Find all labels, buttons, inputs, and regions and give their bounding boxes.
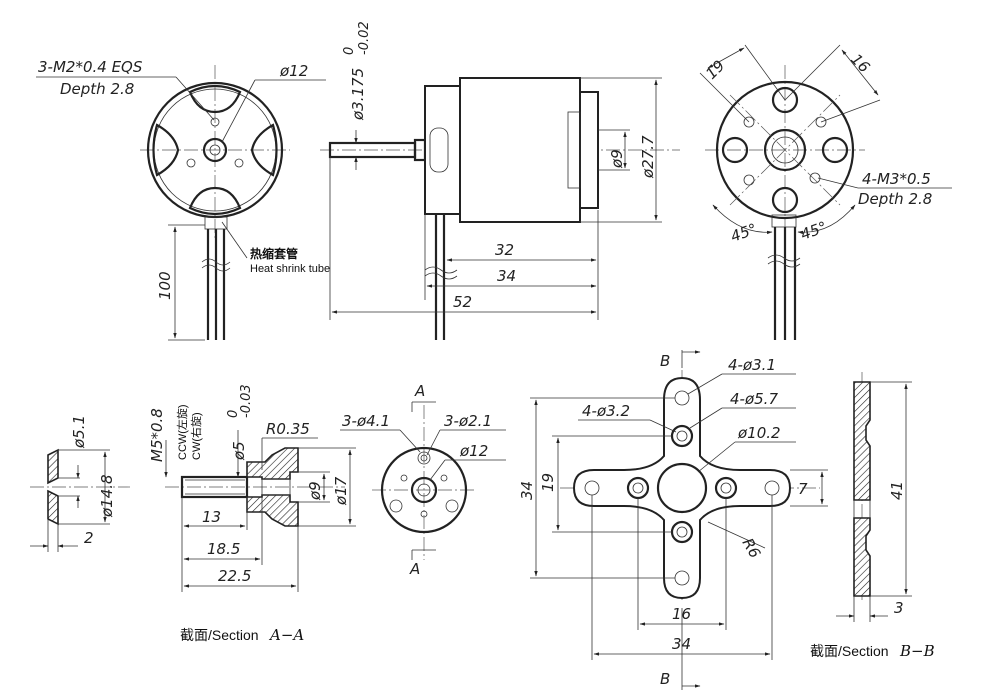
cross-mount-view: B B 4-ø3.1 4-ø3.2 4-ø5.7 ø10.2 R6 7 34 1… (518, 350, 828, 690)
cross-arm-width: 7 (798, 480, 808, 498)
front-dia-12: ø12 (279, 62, 308, 80)
adapter-bore-tol-upper: 0 (226, 410, 241, 418)
boss-dia-label: ø9 (608, 149, 626, 169)
adapter-bore-tol-lower: -0.03 (239, 384, 254, 418)
adapter-len-225: 22.5 (218, 567, 251, 585)
adapter-bore: ø5 (230, 441, 248, 461)
cross-center-dia: ø10.2 (737, 424, 781, 442)
length-34-label: 34 (497, 267, 516, 285)
rear-angle-left: 45° (728, 220, 759, 246)
washer-dia-148: ø14.8 (98, 474, 116, 518)
heat-shrink-cn: 热缩套管 (250, 246, 298, 261)
cross-holes-57: 4-ø5.7 (730, 390, 778, 408)
side-view: ø3.175 0 -0.02 ø9 ø27.7 32 34 52 (320, 21, 680, 340)
front-view: 100 3-M2*0.4 EQS Depth 2.8 ø12 热缩套管 Heat… (36, 58, 330, 341)
collet-washer-view: ø5.1 ø14.8 2 (30, 415, 130, 552)
adapter-cw: CW(右旋) (189, 412, 203, 460)
section-b-view: 41 3 截面/Section B−B (810, 372, 935, 660)
prop-adapter-section: M5*0.8 CCW(左旋) CW(右旋) ø5 0 -0.03 R0.35 ø… (148, 384, 356, 644)
section-b-thickness: 3 (894, 599, 904, 617)
adapter-front-view: A A 3-ø4.1 3-ø2.1 ø12 (340, 382, 506, 578)
adapter-len-185: 18.5 (207, 540, 240, 558)
heat-shrink-en: Heat shrink tube (250, 263, 330, 275)
adapter-dia-12: ø12 (459, 442, 488, 460)
cross-radius: R6 (739, 535, 765, 561)
shaft-tol-lower: -0.02 (357, 21, 372, 55)
rear-thread-depth: Depth 2.8 (858, 190, 932, 208)
cross-height-34: 34 (518, 481, 536, 500)
section-a-caption: 截面/Section (180, 627, 259, 643)
adapter-len-13: 13 (202, 508, 221, 526)
cross-section-mark-bottom: B (660, 670, 670, 688)
cross-holes-31: 4-ø3.1 (728, 356, 776, 374)
cross-height-19: 19 (539, 473, 557, 492)
lead-length-label: 100 (156, 271, 174, 300)
rear-view: 19 16 4-M3*0.5 Depth 2.8 45° 45° (699, 44, 952, 340)
washer-thickness: 2 (84, 529, 94, 547)
adapter-section-mark-top: A (414, 382, 425, 400)
length-32-label: 32 (495, 241, 514, 259)
adapter-radius: R0.35 (266, 420, 310, 438)
cross-holes-32: 4-ø3.2 (582, 402, 630, 420)
adapter-dia-9: ø9 (306, 481, 324, 501)
section-b-caption: 截面/Section (810, 643, 889, 659)
front-thread-depth: Depth 2.8 (60, 80, 134, 98)
body-dia-label: ø27.7 (639, 135, 657, 179)
section-b-id: B−B (899, 642, 935, 660)
shaft-dia-label: ø3.175 (349, 68, 367, 121)
cross-width-34: 34 (672, 635, 691, 653)
adapter-section-mark-bottom: A (409, 560, 420, 578)
adapter-thread: M5*0.8 (148, 408, 166, 462)
section-b-height-41: 41 (888, 481, 906, 500)
front-thread-note: 3-M2*0.4 EQS (38, 58, 143, 76)
section-a-id: A−A (268, 626, 304, 644)
cross-section-mark-top: B (660, 352, 670, 370)
adapter-holes-41: 3-ø4.1 (342, 412, 390, 430)
shaft-tol-upper: 0 (342, 47, 357, 55)
length-52-label: 52 (453, 293, 472, 311)
cross-width-16: 16 (672, 605, 691, 623)
adapter-holes-21: 3-ø2.1 (444, 412, 492, 430)
rear-dim-16: 16 (847, 50, 873, 76)
adapter-ccw: CCW(左旋) (175, 404, 189, 460)
rear-angle-right: 45° (798, 218, 829, 244)
rear-thread-note: 4-M3*0.5 (862, 170, 931, 188)
adapter-dia-17: ø17 (332, 476, 350, 506)
washer-dia-51: ø5.1 (70, 415, 88, 449)
